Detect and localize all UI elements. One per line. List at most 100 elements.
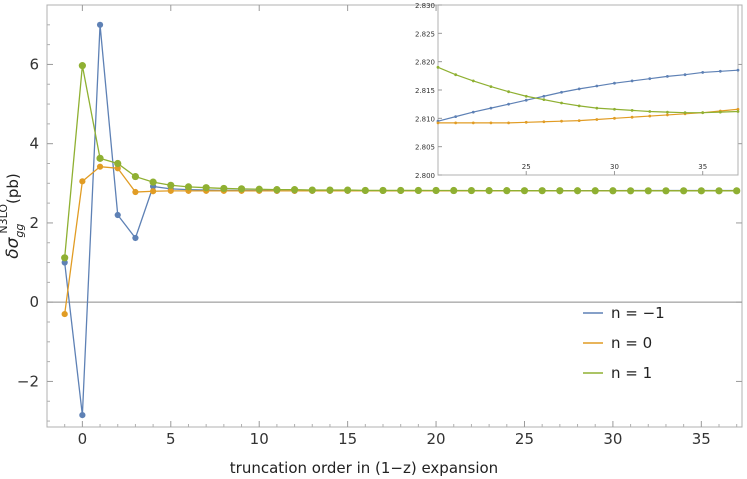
y-tick-label: −2 xyxy=(17,372,39,390)
legend-label: n = 0 xyxy=(611,334,652,352)
data-point xyxy=(132,188,139,196)
inset-data-point xyxy=(630,115,634,119)
inset-data-point xyxy=(542,120,546,124)
data-point xyxy=(733,187,741,195)
data-point xyxy=(114,159,122,168)
inset-data-point xyxy=(577,119,581,122)
data-point xyxy=(273,186,281,194)
data-point xyxy=(344,186,352,194)
data-point xyxy=(167,181,175,189)
data-point xyxy=(220,184,228,193)
data-point xyxy=(644,187,652,195)
inset-x-tick-label: 35 xyxy=(698,163,707,171)
inset-series-line xyxy=(438,108,739,124)
data-point xyxy=(96,154,104,162)
series-1 xyxy=(61,163,740,318)
data-point xyxy=(591,187,599,195)
inset-data-point xyxy=(560,90,563,94)
inset-data-point xyxy=(630,79,634,83)
data-point xyxy=(79,178,86,185)
x-tick-label: 30 xyxy=(603,430,622,448)
inset-data-point xyxy=(577,87,581,91)
data-point xyxy=(626,187,635,195)
data-point xyxy=(290,186,299,194)
inset-data-point xyxy=(648,114,652,118)
inset-data-point xyxy=(507,102,510,106)
inset-data-point xyxy=(577,104,581,108)
series-2 xyxy=(61,62,741,262)
x-tick-label: 15 xyxy=(338,430,357,448)
data-point xyxy=(78,62,86,70)
main-series xyxy=(61,21,741,419)
inset-data-point xyxy=(736,107,740,111)
data-point xyxy=(96,163,104,170)
inset-data-point xyxy=(630,109,634,112)
y-title-main: δσ xyxy=(3,236,23,258)
inset-data-point xyxy=(595,84,599,88)
inset-data-point xyxy=(507,90,510,94)
inset-x-tick-label: 25 xyxy=(522,163,531,171)
data-point xyxy=(131,172,140,181)
inset-data-point xyxy=(454,115,458,119)
data-point xyxy=(150,188,157,195)
data-point xyxy=(114,211,121,219)
inset-data-point xyxy=(471,121,475,125)
inset-data-point xyxy=(613,116,616,120)
data-point xyxy=(432,186,440,195)
data-point xyxy=(132,234,139,242)
x-tick-label: 25 xyxy=(515,430,534,448)
inset-data-point xyxy=(542,94,546,98)
inset-data-point xyxy=(524,98,528,102)
y-tick-label: 6 xyxy=(29,55,39,73)
inset-y-tick-label: 2.815 xyxy=(415,87,435,95)
inset-data-point xyxy=(436,65,440,69)
inset-data-point xyxy=(436,121,440,125)
data-point xyxy=(609,187,617,195)
inset-data-point xyxy=(524,94,528,98)
data-point xyxy=(450,186,458,195)
data-point xyxy=(556,187,564,195)
legend: n = −1n = 0n = 1 xyxy=(583,304,665,382)
data-point xyxy=(467,186,476,195)
x-tick-label: 5 xyxy=(166,430,176,448)
inset-data-point xyxy=(666,110,669,114)
inset-data-point xyxy=(471,79,475,83)
y-title-subscript: gg xyxy=(13,224,26,238)
y-title-superscript: N3LO xyxy=(0,204,10,234)
data-point xyxy=(697,187,705,195)
inset-series-1 xyxy=(436,107,740,125)
inset-series-line xyxy=(437,69,739,122)
inset-data-point xyxy=(701,111,705,115)
data-point xyxy=(79,412,86,419)
data-point xyxy=(184,183,193,191)
inset-data-point xyxy=(683,111,687,115)
inset-data-point xyxy=(683,73,687,77)
inset-y-tick-label: 2.800 xyxy=(415,172,435,180)
inset-data-point xyxy=(454,73,458,77)
inset-series-0 xyxy=(436,68,740,123)
data-point xyxy=(61,254,69,262)
data-point xyxy=(361,186,369,195)
inset-data-point xyxy=(595,106,599,110)
inset-series-line xyxy=(437,66,739,114)
legend-label: n = −1 xyxy=(611,304,665,322)
inset-data-point xyxy=(489,85,493,88)
inset-data-point xyxy=(666,75,669,78)
y-tick-label: 4 xyxy=(29,135,39,153)
data-point xyxy=(397,186,405,195)
inset-data-point xyxy=(454,121,458,125)
x-axis-title: truncation order in (1−z) expansion xyxy=(230,459,498,477)
data-point xyxy=(255,185,263,193)
inset-x-tick-label: 30 xyxy=(610,163,619,171)
y-axis-title: δσggN3LO(pb) xyxy=(0,173,26,259)
inset-data-point xyxy=(560,101,563,105)
data-point xyxy=(167,187,174,194)
inset-data-point xyxy=(507,121,510,125)
data-point xyxy=(379,186,387,195)
inset-data-point xyxy=(736,68,740,72)
x-tick-label: 0 xyxy=(78,430,88,448)
data-point xyxy=(308,186,316,194)
inset-y-tick-label: 2.810 xyxy=(415,115,435,123)
